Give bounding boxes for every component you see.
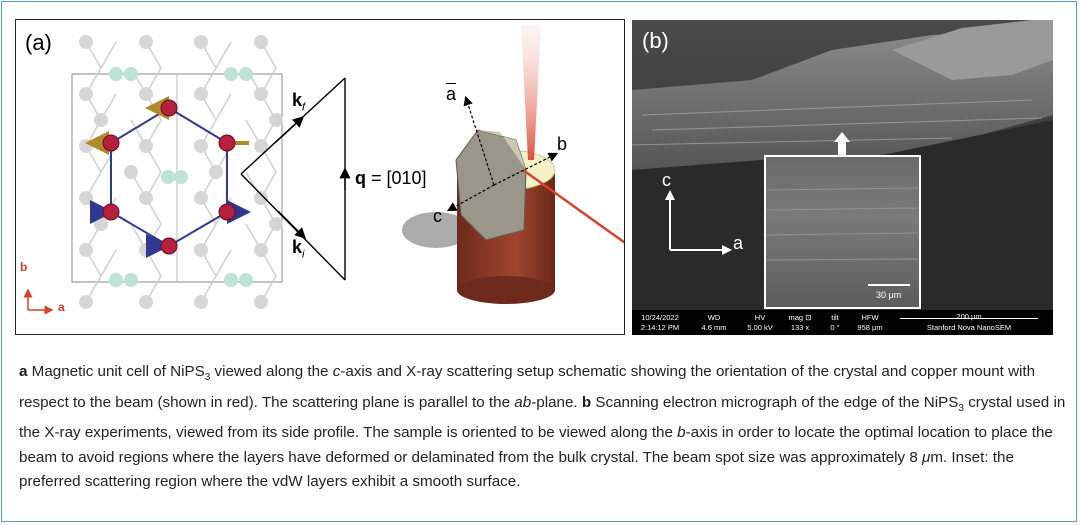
sem-time: 2:14:12 PM [640, 323, 680, 332]
lattice-axis-a: a [58, 300, 65, 314]
sem-axis-a: a [733, 233, 744, 253]
sem-hv-label: HV [754, 313, 766, 322]
sem-scale-label: 200 μm [956, 312, 982, 321]
sem-date: 10/24/2022 [641, 313, 679, 322]
lattice-unit-cell [71, 35, 283, 309]
figure-caption: a Magnetic unit cell of NiPS3 viewed alo… [19, 363, 1066, 491]
sem-hfw-value: 958 μm [857, 323, 883, 332]
sem-instrument: Stanford Nova NanoSEM [926, 323, 1012, 332]
crystal-axis-c: c [433, 206, 442, 226]
sem-inset [764, 155, 921, 309]
sem-axis-c: c [662, 170, 671, 190]
lattice-axis-b: b [20, 260, 28, 274]
q-label: q = [010] [355, 168, 427, 188]
caption-a-tag: a [19, 363, 28, 380]
sem-info-bar: 10/24/2022 2:14:12 PM WD 4.6 mm HV 5.00 … [632, 310, 1053, 335]
panel-b: (b) c a 30 μm 10/24/2022 2:14:12 PM WD 4… [632, 20, 1053, 335]
panel-a-diagram [23, 25, 624, 315]
lattice-axes [23, 288, 54, 315]
sem-mag-label: mag ⊡ [788, 313, 812, 322]
panel-a: (a) [15, 19, 625, 335]
sem-tilt-value: 0 ° [830, 323, 840, 332]
caption-b-tag: b [581, 393, 592, 411]
scattering-triangle [240, 77, 351, 281]
ki-label: ki [292, 237, 305, 261]
sem-mag-value: 133 x [790, 323, 810, 332]
sem-hfw-label: HFW [861, 313, 879, 322]
sem-tilt-label: tilt [831, 313, 839, 322]
sem-hv-value: 5.00 kV [747, 323, 773, 332]
crystal-axis-a-bar: a [446, 84, 457, 104]
crystal-mount-illustration [402, 25, 624, 304]
panel-b-label: (b) [642, 28, 669, 53]
crystal-axis-b: b [557, 134, 568, 154]
sem-wd-label: WD [707, 313, 721, 322]
panel-a-label: (a) [25, 30, 52, 55]
inset-pointer-arrow [834, 132, 850, 156]
sem-image [632, 20, 1053, 310]
kf-label: kf [292, 90, 306, 114]
inset-scale-label: 30 μm [876, 290, 902, 300]
sem-wd-value: 4.6 mm [701, 323, 727, 332]
